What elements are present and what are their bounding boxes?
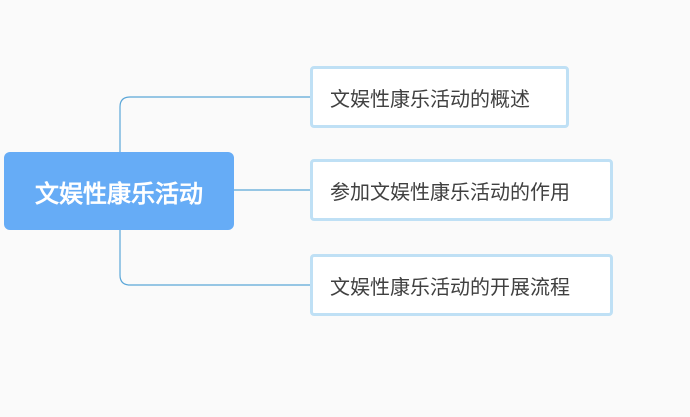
connector-to-process: [119, 230, 310, 286]
subtopic-process-label: 文娱性康乐活动的开展流程: [330, 274, 570, 299]
subtopic-overview[interactable]: 文娱性康乐活动的概述: [310, 66, 569, 128]
subtopic-benefits[interactable]: 参加文娱性康乐活动的作用: [310, 159, 613, 221]
connector-to-overview: [119, 96, 310, 152]
root-topic-label: 文娱性康乐活动: [35, 179, 203, 208]
subtopic-overview-label: 文娱性康乐活动的概述: [330, 86, 530, 111]
subtopic-process[interactable]: 文娱性康乐活动的开展流程: [310, 254, 613, 316]
root-topic[interactable]: 文娱性康乐活动: [4, 152, 234, 230]
subtopic-benefits-label: 参加文娱性康乐活动的作用: [330, 179, 570, 204]
